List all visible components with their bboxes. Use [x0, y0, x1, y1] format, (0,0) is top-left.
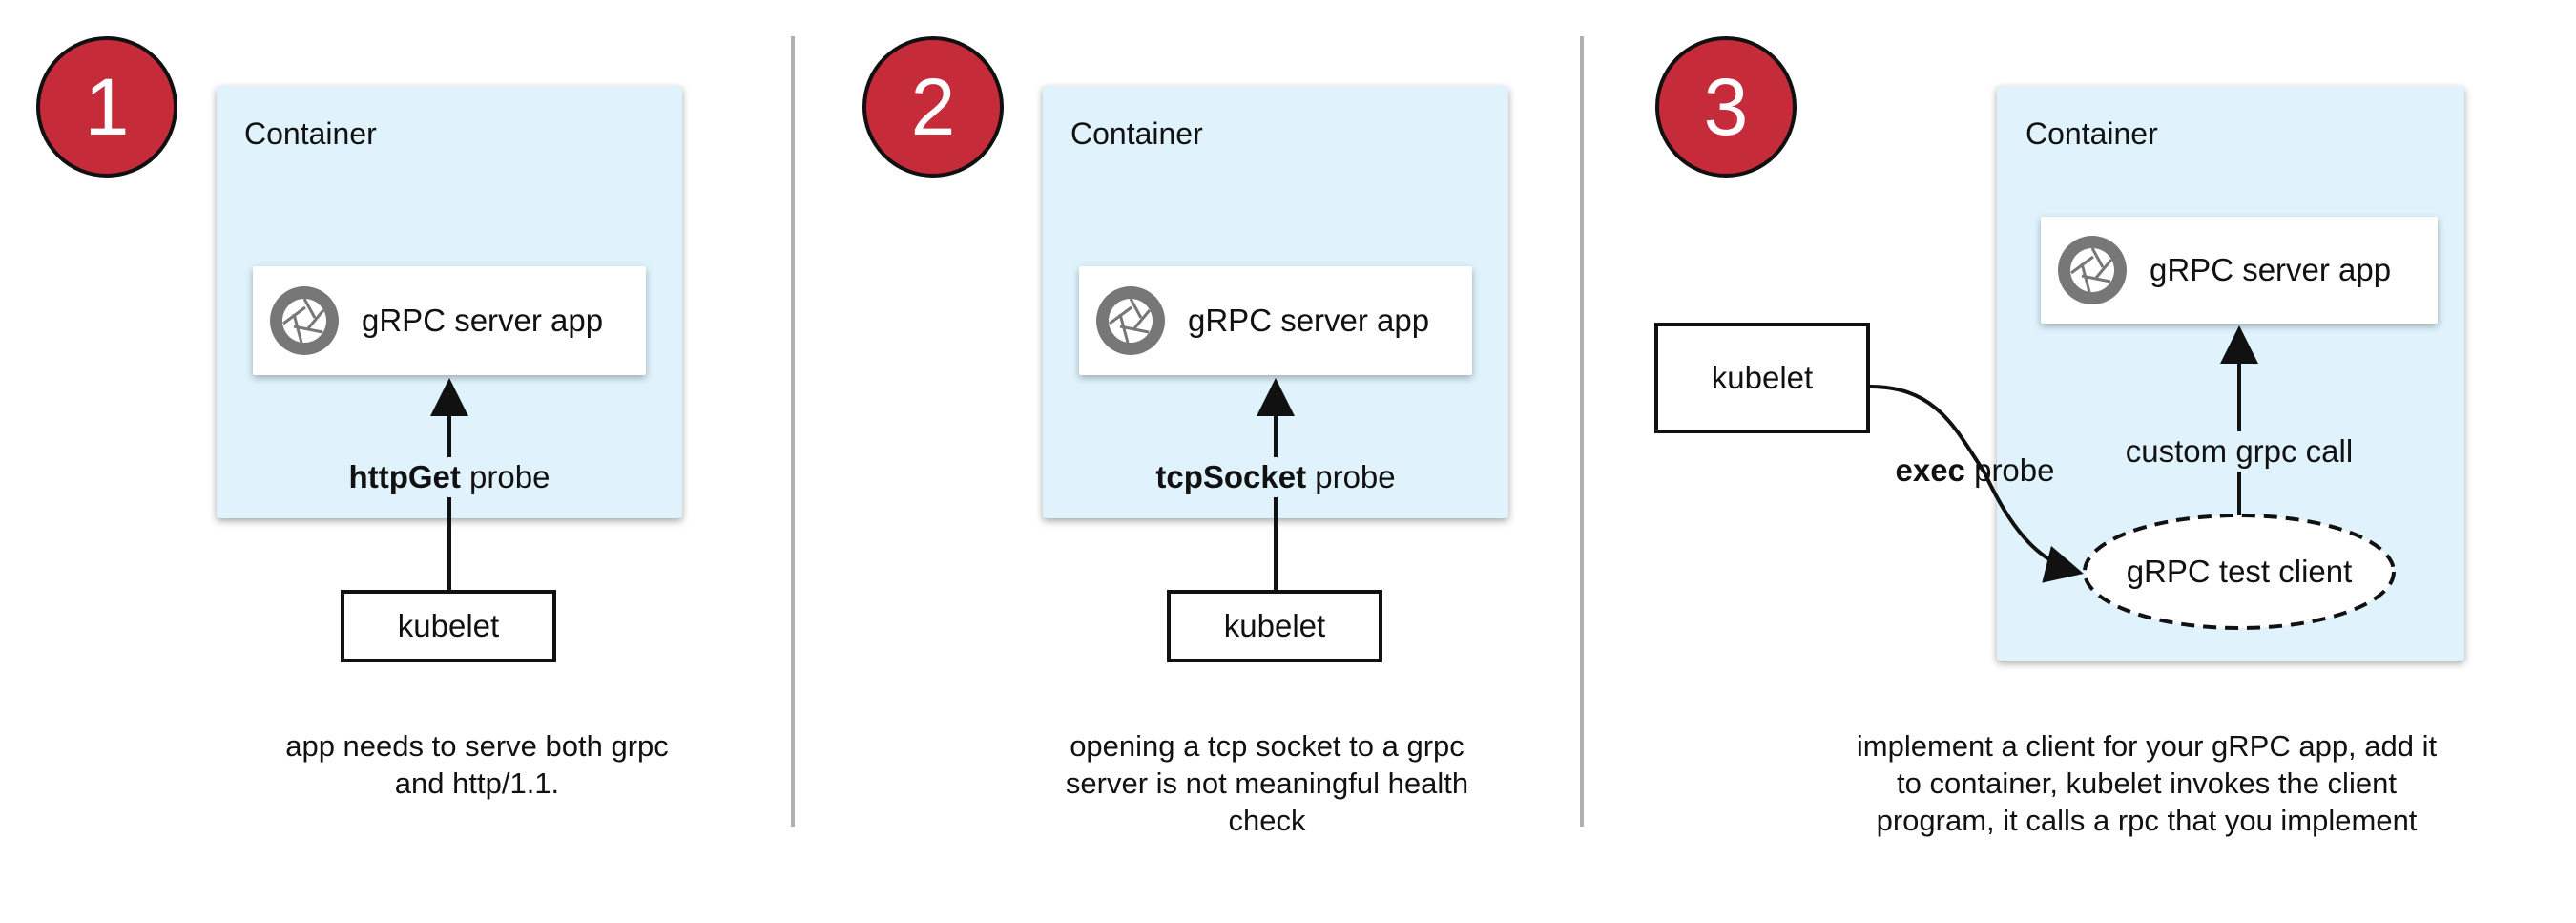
- caption-3: implement a client for your gRPC app, ad…: [1857, 727, 2437, 839]
- caption-line: check: [1228, 804, 1306, 837]
- divider-2: [1580, 36, 1584, 827]
- server-label: gRPC server app: [362, 303, 604, 338]
- probe-type: exec: [1895, 452, 1965, 488]
- probe-type: tcpSocket: [1155, 459, 1307, 494]
- divider-1: [791, 36, 795, 827]
- grpc-test-client-label: gRPC test client: [2126, 554, 2353, 589]
- server-label: gRPC server app: [2150, 252, 2392, 287]
- probe-type: httpGet: [348, 459, 461, 494]
- kubelet-label: kubelet: [1223, 608, 1326, 643]
- caption-line: implement a client for your gRPC app, ad…: [1856, 729, 2438, 763]
- probe-suffix: probe: [460, 459, 551, 494]
- probe-label-3: exec probe: [1890, 451, 2061, 491]
- container-label: Container: [1070, 116, 1203, 151]
- caption-line: server is not meaningful health: [1065, 766, 1469, 800]
- caption-line: opening a tcp socket to a grpc: [1070, 729, 1465, 763]
- probe-suffix: probe: [1306, 459, 1396, 494]
- caption-line: program, it calls a rpc that you impleme…: [1876, 804, 2418, 837]
- caption-line: to container, kubelet invokes the client: [1897, 766, 2397, 800]
- grpc-test-client-shape: [2083, 514, 2396, 630]
- grpc-aperture-icon: [270, 286, 339, 355]
- caption-2: opening a tcp socket to a grpc server is…: [1066, 727, 1468, 839]
- exec-probe-arrow: [1869, 385, 2084, 583]
- kubelet-box-1: kubelet: [341, 590, 556, 662]
- probe-label-2: tcpSocket probe: [1150, 457, 1402, 497]
- step-badge-3: 3: [1655, 36, 1797, 178]
- server-label: gRPC server app: [1188, 303, 1430, 338]
- kubelet-box-2: kubelet: [1167, 590, 1382, 662]
- caption-line: and http/1.1.: [394, 766, 560, 800]
- container-label: Container: [244, 116, 377, 151]
- probe-label-1: httpGet probe: [343, 457, 556, 497]
- grpc-server-app-2: gRPC server app: [1079, 266, 1472, 375]
- probe-suffix: probe: [1964, 452, 2055, 488]
- grpc-server-app-3: gRPC server app: [2041, 217, 2438, 324]
- custom-call-label: custom grpc call: [2119, 431, 2359, 472]
- grpc-aperture-icon: [2058, 236, 2127, 304]
- grpc-server-app-1: gRPC server app: [253, 266, 646, 375]
- step-badge-2: 2: [862, 36, 1004, 178]
- caption-1: app needs to serve both grpc and http/1.…: [285, 727, 669, 802]
- kubelet-box-3: kubelet: [1654, 323, 1870, 433]
- container-label: Container: [2025, 116, 2158, 151]
- grpc-aperture-icon: [1096, 286, 1165, 355]
- kubelet-label: kubelet: [397, 608, 500, 643]
- caption-line: app needs to serve both grpc: [285, 729, 669, 763]
- step-badge-1: 1: [36, 36, 177, 178]
- kubelet-label: kubelet: [1711, 360, 1814, 395]
